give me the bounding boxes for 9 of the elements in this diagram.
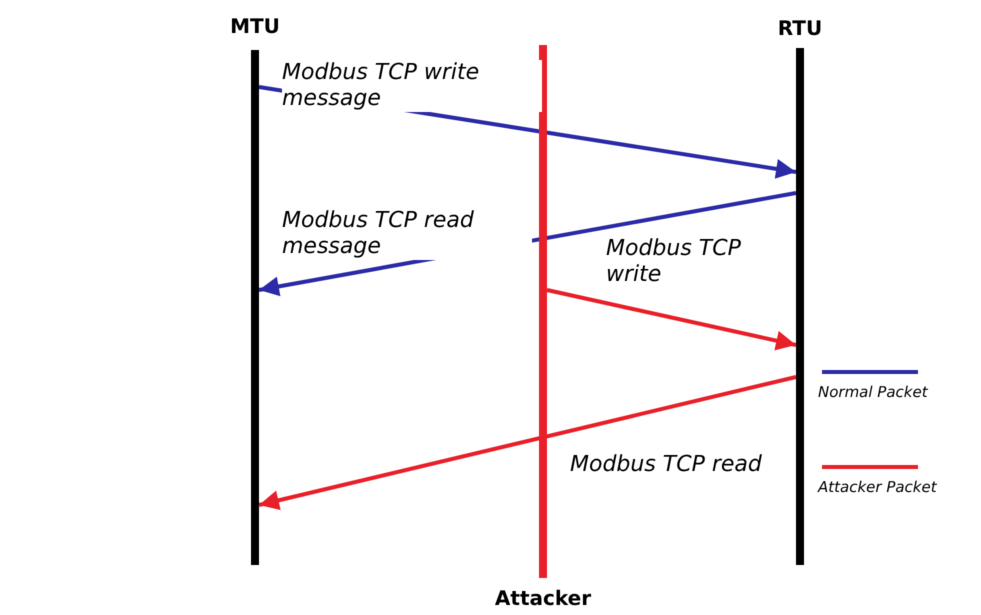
message-arrow <box>258 375 796 510</box>
participant-label: MTU <box>230 14 280 38</box>
message-label: Modbus TCP write message <box>282 60 542 112</box>
message-label: Modbus TCP read message <box>282 208 532 260</box>
legend-label: Normal Packet <box>818 383 928 401</box>
participant-label: RTU <box>778 16 822 40</box>
legend-label: Attacker Packet <box>818 478 937 496</box>
participant-label: Attacker <box>494 586 592 610</box>
message-arrow <box>546 288 796 350</box>
